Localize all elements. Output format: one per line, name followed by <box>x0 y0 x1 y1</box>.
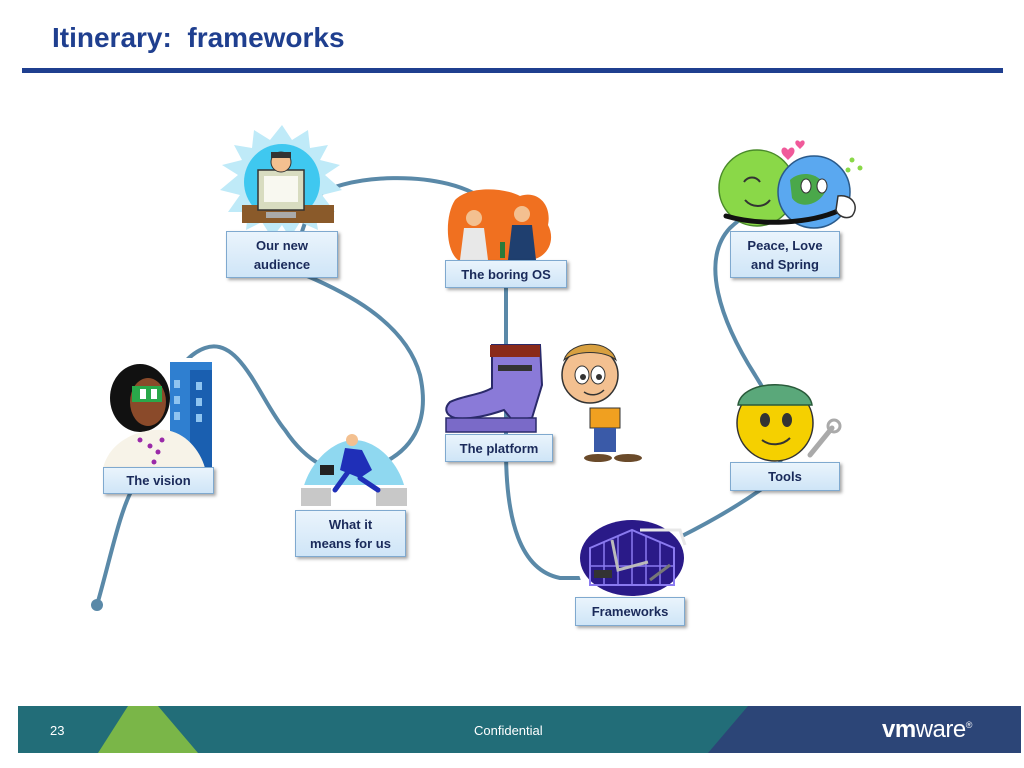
slide-title: Itinerary: frameworks <box>52 22 345 53</box>
logo-light-part: ware <box>915 716 967 743</box>
stop-label-the-boring-os[interactable]: The boring OS <box>445 260 567 288</box>
stop-label-what-it-means-for-us[interactable]: What it means for us <box>295 510 406 557</box>
title-divider <box>22 68 1003 73</box>
page-number: 23 <box>50 723 65 738</box>
stop-label-our-new-audience[interactable]: Our new audience <box>226 231 338 278</box>
stop-label-the-vision[interactable]: The vision <box>103 467 214 494</box>
slide-footer: 23 Confidential vmware® <box>18 706 1021 753</box>
two-people-talking-icon <box>447 189 552 260</box>
stop-label-peace-love-and-spring[interactable]: Peace, Love and Spring <box>730 231 840 278</box>
logo-registered-mark: ® <box>965 720 973 730</box>
running-businessman-icon <box>301 434 407 507</box>
confidential-label: Confidential <box>474 723 543 738</box>
stop-label-tools[interactable]: Tools <box>730 462 840 491</box>
stop-label-frameworks[interactable]: Frameworks <box>575 597 685 626</box>
platform-shoe-icon <box>445 344 544 433</box>
smiley-with-wrench-icon <box>736 384 842 462</box>
footer-banner <box>18 706 1021 753</box>
stop-label-the-platform[interactable]: The platform <box>445 434 553 462</box>
greenhouse-tools-icon <box>577 505 687 615</box>
woman-with-money-glasses-icon <box>103 358 213 468</box>
man-at-computer-icon <box>220 125 342 238</box>
logo-bold-part: vm <box>882 716 916 743</box>
boy-character-icon <box>561 343 642 462</box>
route-start-dot <box>91 599 103 611</box>
hugging-smileys-icon <box>718 140 863 229</box>
vmware-logo: vmware® <box>882 716 972 744</box>
